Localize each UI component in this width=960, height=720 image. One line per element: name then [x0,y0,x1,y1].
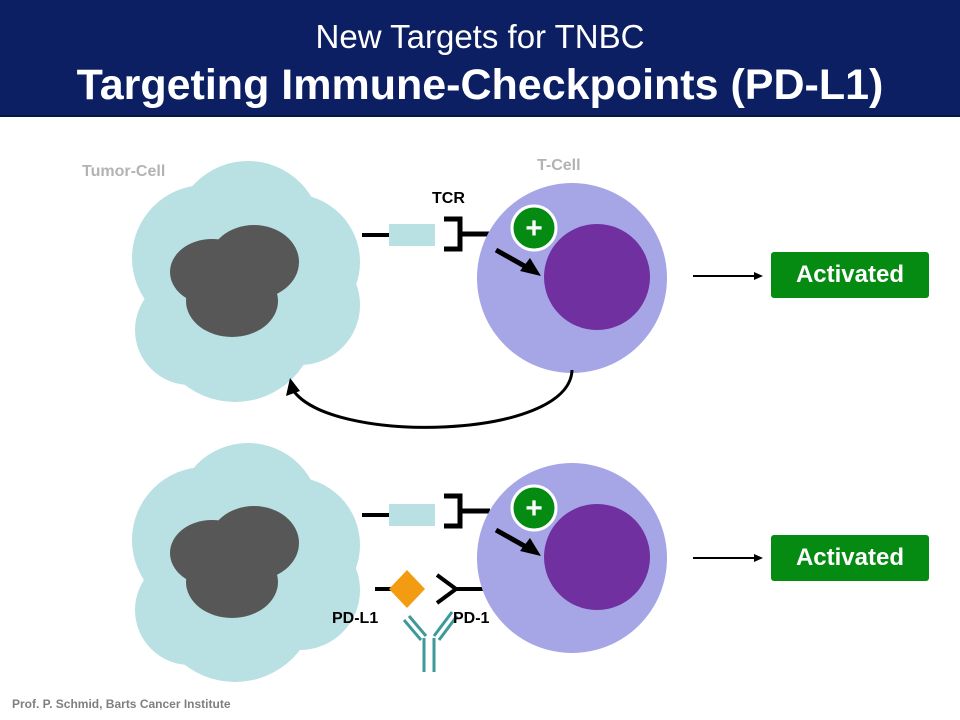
tumor-cell-label: Tumor-Cell [82,163,166,180]
activated-badge-bottom: Activated [771,535,929,581]
tcr-receptor-bottom [444,493,490,529]
outcome-arrowhead-bottom [754,554,763,562]
outcome-arrowhead-top [754,272,763,280]
plus-signal-top [510,204,558,252]
tumor-nucleus-bottom [170,506,299,618]
signal-arrow-bottom [494,527,530,551]
t-cell-nucleus-top [544,224,650,330]
panel-top: + [132,161,763,429]
panel-bottom: + [132,443,763,682]
t-cell-label: T-Cell [537,157,581,174]
tcr-label: TCR [432,190,465,207]
pd-l1-ligand [389,570,425,608]
tcr-receptor-top [444,216,490,252]
antigen-mhc-bottom [389,504,435,526]
plus-symbol-top: + [525,212,543,245]
tumor-cell-bottom [132,443,360,682]
t-cell-nucleus-bottom [544,504,650,610]
signal-arrowhead-top [520,258,541,276]
tumor-cell-top [132,161,360,402]
plus-symbol-bottom: + [525,492,543,525]
pd-1-label: PD-1 [453,610,490,627]
activated-badge-top: Activated [771,252,929,298]
tumor-nucleus-top [170,225,299,337]
antibody-icon [402,611,459,672]
feedback-arrow [291,369,574,429]
pd-l1-label: PD-L1 [332,610,379,627]
feedback-arrowhead [286,378,300,396]
signal-arrow-top [494,247,530,271]
antigen-mhc-top [389,224,435,246]
title-banner: New Targets for TNBC Targeting Immune-Ch… [0,0,960,117]
signal-arrowhead-bottom [520,538,541,556]
pd-1-receptor [435,573,484,605]
slide-subtitle: New Targets for TNBC [315,18,645,55]
plus-signal-bottom [510,484,558,532]
slide-title: Targeting Immune-Checkpoints (PD-L1) [76,61,884,109]
footer-credit: Prof. P. Schmid, Barts Cancer Institute [12,697,231,711]
